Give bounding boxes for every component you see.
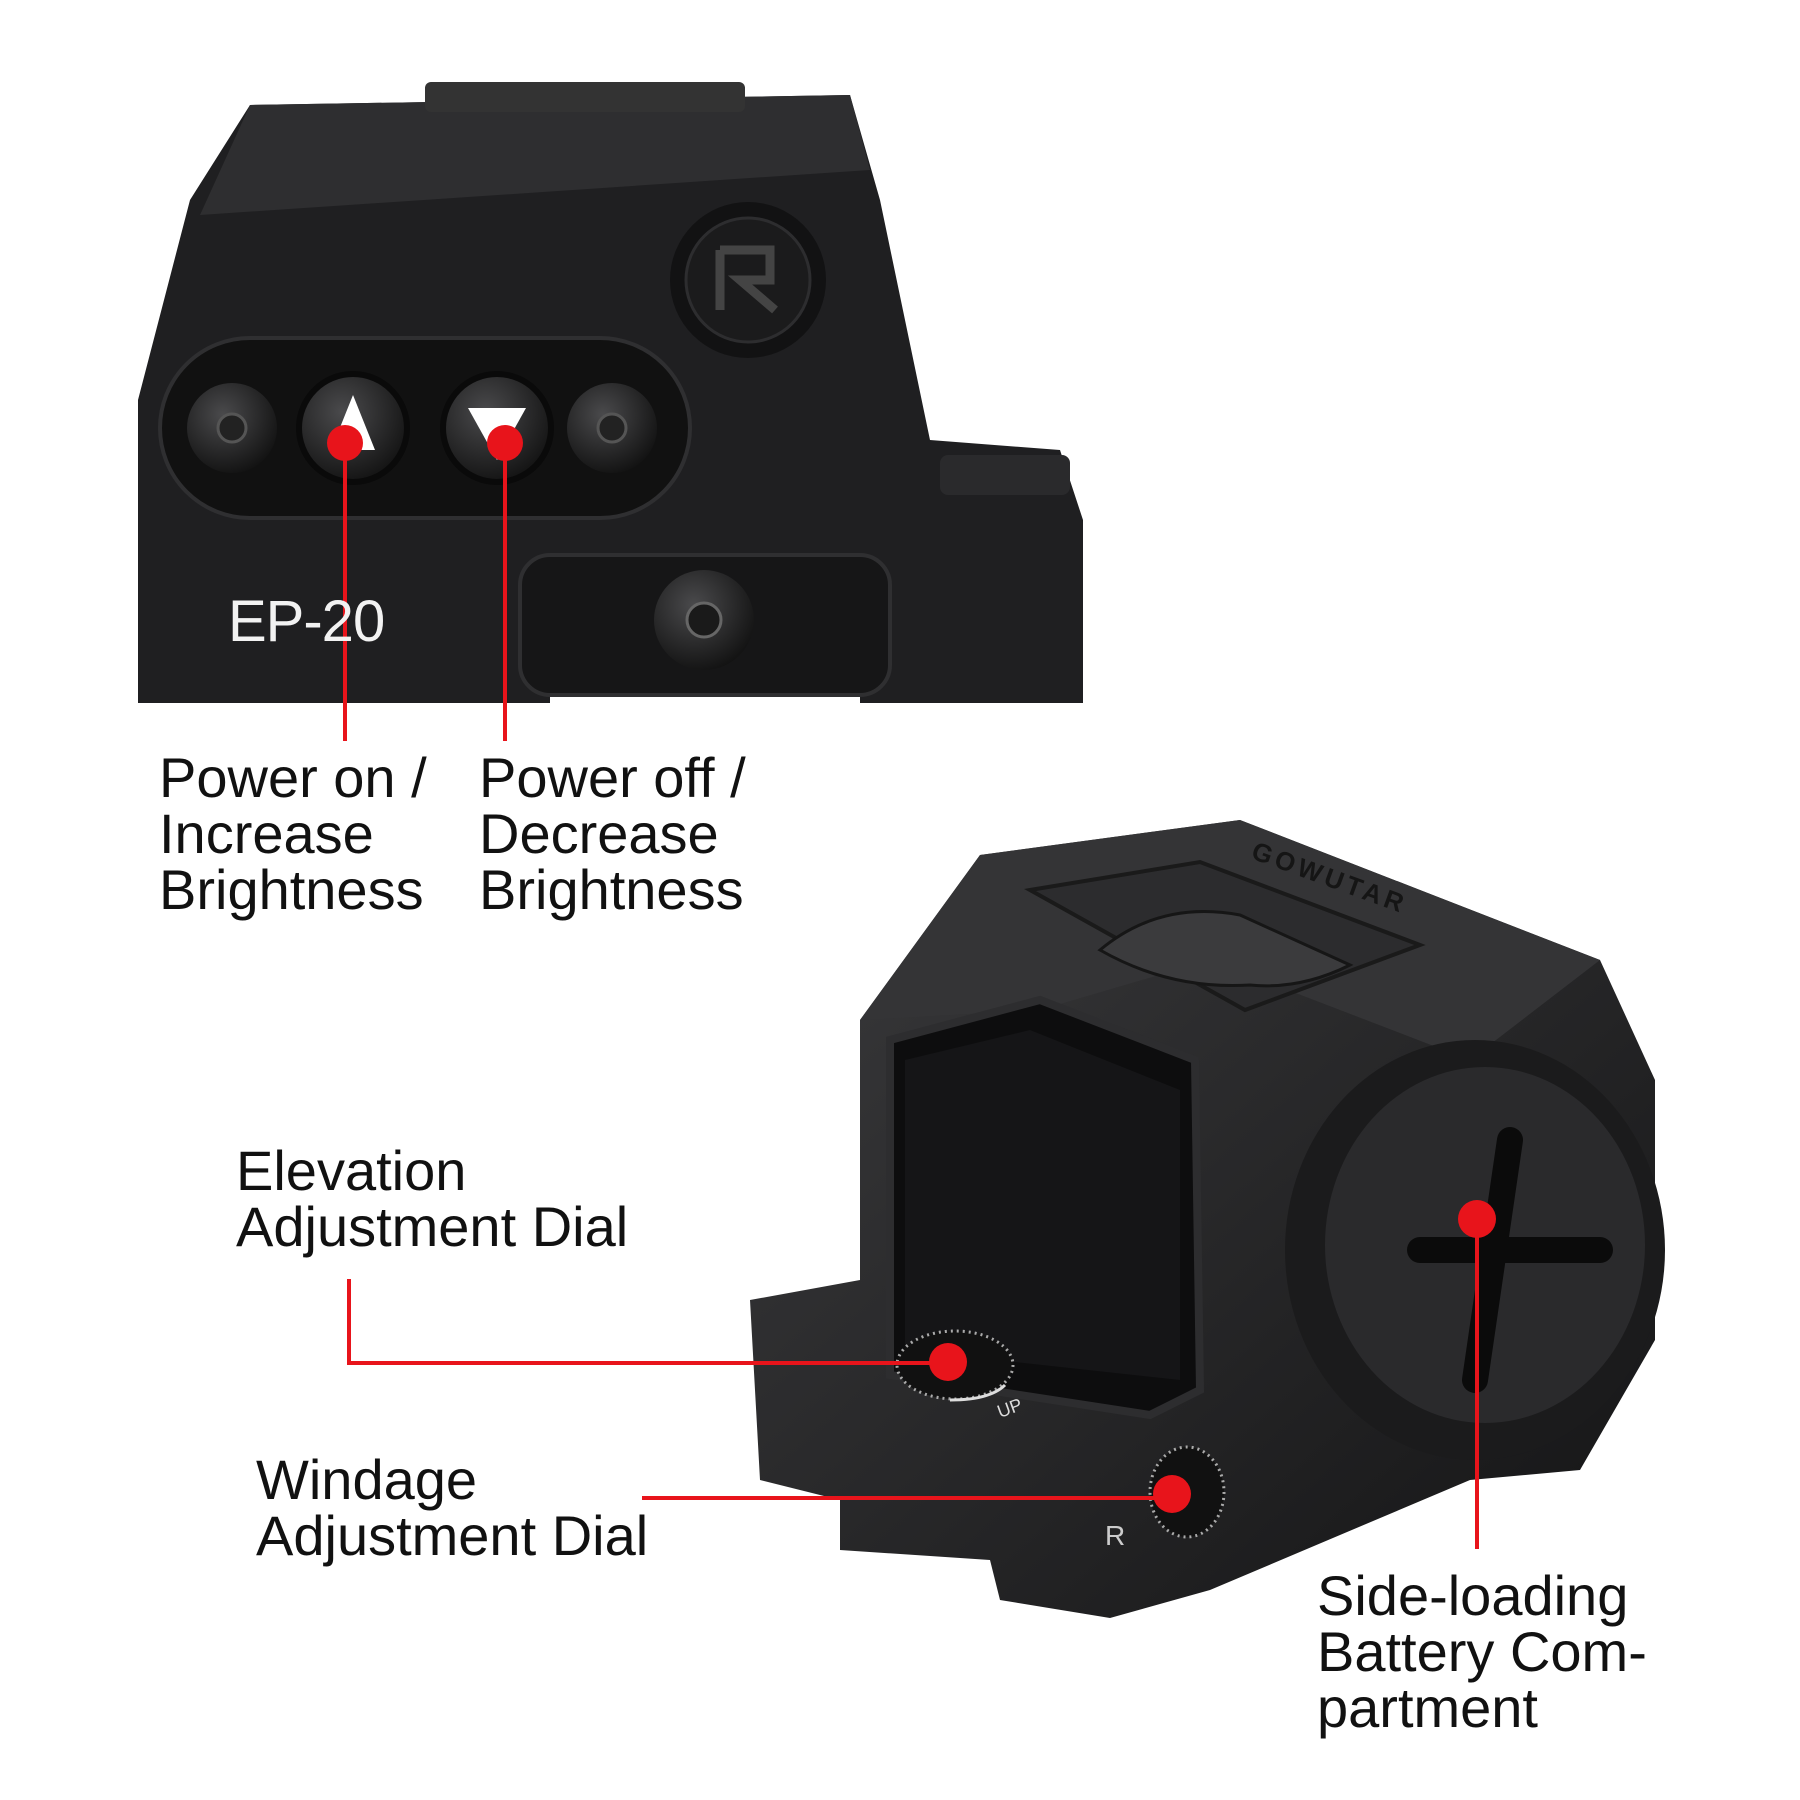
model-name: EP-20 [228, 589, 385, 654]
callout-dot [327, 425, 363, 461]
callout-elevation: Elevation Adjustment Dial [236, 1143, 628, 1255]
callout-power-on: Power on / Increase Brightness [159, 750, 427, 918]
top-sight-rear-view [138, 82, 1083, 703]
callout-text: Increase [159, 802, 374, 865]
callout-lines [327, 425, 1496, 1549]
callout-text: partment [1317, 1676, 1538, 1739]
callout-text: Side-loading [1317, 1564, 1629, 1627]
bottom-sight-front-view: GOWUTAR UP R [750, 820, 1665, 1618]
windage-r-mark: R [1105, 1520, 1125, 1551]
callout-power-off: Power off / Decrease Brightness [479, 750, 746, 918]
coin-slot-icon [1407, 1127, 1613, 1393]
callout-battery: Side-loading Battery Com- partment [1317, 1568, 1647, 1736]
callout-text: Decrease [479, 802, 719, 865]
callout-text: Elevation [236, 1139, 467, 1202]
top-rail-plate [425, 82, 745, 112]
lion-logo [1097, 910, 1354, 988]
callout-dot [487, 425, 523, 461]
callout-line-elevation [347, 1279, 948, 1365]
callout-dot [1458, 1200, 1496, 1238]
callout-dot [1153, 1475, 1191, 1513]
button-panel [158, 336, 692, 520]
callout-text: Brightness [159, 858, 424, 921]
callout-text: Adjustment Dial [256, 1504, 649, 1567]
callout-text: Windage [256, 1448, 478, 1511]
callout-text: Power off / [479, 746, 746, 809]
callout-dot [929, 1343, 967, 1381]
callout-text: Brightness [479, 858, 744, 921]
callout-text: Power on / [159, 746, 427, 809]
callout-text: Adjustment Dial [236, 1195, 629, 1258]
callout-text: Battery Com- [1317, 1620, 1647, 1683]
callout-windage: Windage Adjustment Dial [256, 1452, 648, 1564]
